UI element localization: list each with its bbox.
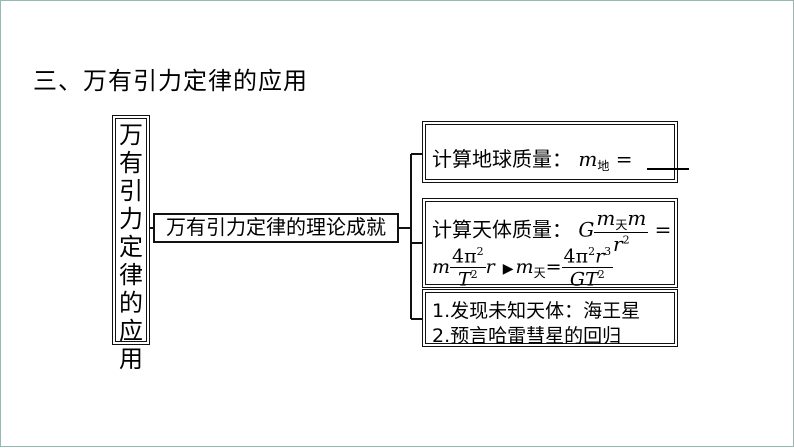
formula-m: m — [432, 255, 451, 278]
formula-result-sub: 天 — [533, 265, 546, 280]
earth-mass-equals: = — [615, 147, 633, 171]
earth-mass-box: 计算地球质量： m地 = — [422, 121, 689, 183]
earth-mass-subscript: 地 — [597, 159, 610, 173]
formula-result-equals: = — [545, 255, 562, 278]
discovery-line-1: 1.发现未知天体：海王星 — [432, 300, 641, 322]
root-box: 万 有 引 力 定 律 的 应 用 — [112, 115, 150, 373]
earth-mass-symbol: m — [578, 147, 598, 171]
discoveries-box: 1.发现未知天体：海王星 2.预言哈雷彗星的回归 — [422, 289, 678, 347]
formula-equals: = — [654, 217, 672, 242]
root-char: 万 — [119, 121, 143, 149]
root-char: 有 — [119, 149, 143, 177]
arrow-icon: ▶ — [502, 260, 514, 277]
root-char: 的 — [119, 289, 143, 317]
formula-result-m: m — [515, 255, 534, 278]
root-char: 用 — [119, 345, 143, 373]
root-char: 应 — [119, 317, 143, 345]
middle-label: 万有引力定律的理论成就 — [166, 215, 386, 239]
celestial-mass-label: 计算天体质量： — [432, 217, 572, 242]
root-char: 引 — [119, 177, 143, 205]
root-char: 力 — [119, 205, 143, 233]
formula-G: G — [578, 217, 595, 242]
root-char: 定 — [119, 233, 143, 261]
earth-mass-label: 计算地球质量： — [432, 147, 572, 171]
formula-r: r — [485, 255, 495, 278]
discovery-line-2: 2.预言哈雷彗星的回归 — [432, 325, 622, 347]
answer-blank[interactable] — [646, 150, 689, 170]
section-title: 三、万有引力定律的应用 — [33, 67, 308, 95]
root-char: 律 — [119, 261, 143, 289]
middle-box: 万有引力定律的理论成就 — [153, 213, 399, 243]
